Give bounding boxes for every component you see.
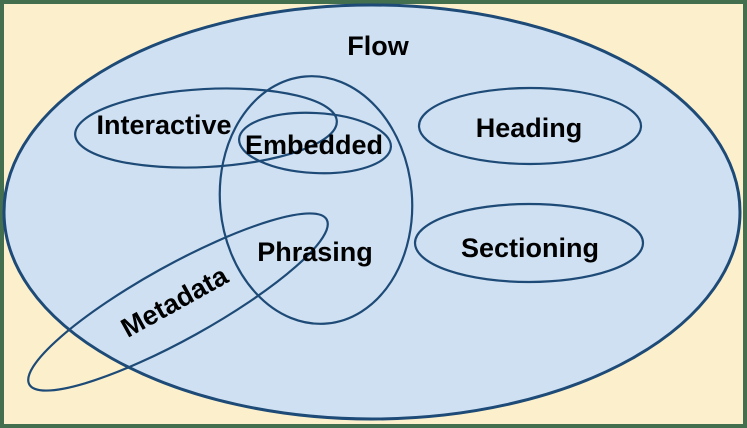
- embedded-ellipse: [237, 111, 393, 175]
- interactive-ellipse: [74, 87, 338, 169]
- sectioning-ellipse: [413, 202, 645, 284]
- phrasing-label: Phrasing: [257, 237, 373, 267]
- embedded-label: Embedded: [245, 130, 383, 160]
- metadata-ellipse: [27, 212, 329, 392]
- flow-ellipse: [2, 3, 742, 421]
- sectioning-label: Sectioning: [461, 233, 599, 263]
- heading-ellipse: [417, 86, 643, 166]
- heading-label: Heading: [476, 113, 583, 143]
- flow-label: Flow: [347, 31, 409, 61]
- phrasing-ellipse: [218, 75, 414, 325]
- interactive-label: Interactive: [96, 110, 231, 140]
